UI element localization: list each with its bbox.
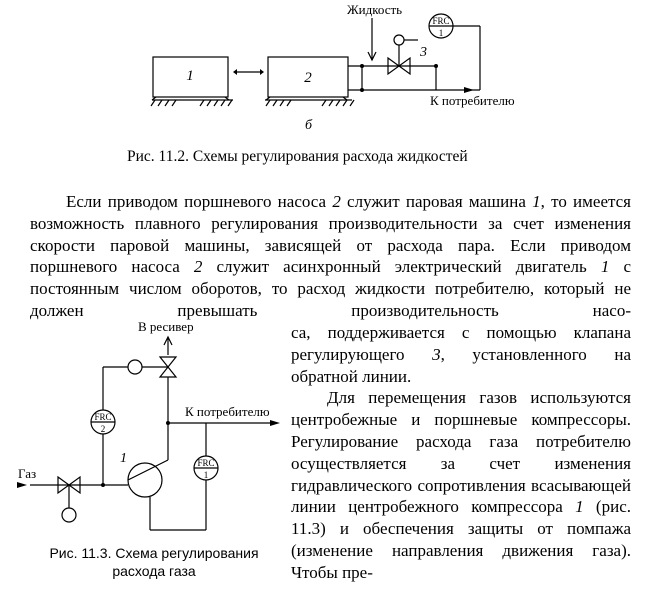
consumer-label-left: К потребителю [185, 404, 270, 419]
liquid-label: Жидкость [347, 2, 402, 17]
pump-2-label: 2 [304, 70, 312, 86]
frc2-num: 2 [101, 424, 106, 434]
compressor-label: 1 [120, 451, 127, 466]
figure-11-3-caption-line1: Рис. 11.3. Схема регулирования [49, 545, 259, 561]
frc1-tag: FRC [197, 458, 214, 468]
frc1-num-top: 1 [439, 28, 444, 38]
machine-1-box [152, 56, 229, 98]
consumer-label-top: К потребителю [430, 93, 515, 108]
gas-label: Газ [18, 466, 36, 481]
receiver-label: В ресивер [138, 319, 194, 334]
figure-11-2-diagram: Жидкость К потребителю FRC 1 1 2 3 б [150, 2, 515, 133]
side-column-text: са, поддерживается с помощью клапана рег… [291, 323, 631, 582]
figure-11-3-caption-line2: расхода газа [112, 563, 196, 579]
frc2-tag: FRC [94, 412, 111, 422]
valve-3-label: 3 [419, 45, 427, 60]
frc1-num: 1 [204, 470, 209, 480]
paragraph-1: Если приводом поршневого насоса 2 служит… [30, 192, 632, 320]
machine-1-base [150, 96, 233, 107]
figure-11-3-diagram: В ресивер К потребителю Газ FRC 2 FRC 1 … [17, 319, 280, 531]
machine-1-label: 1 [186, 68, 194, 84]
frc1-tag-top: FRC [432, 16, 449, 26]
figure-11-2-caption: Рис. 11.2. Схемы регулирования расхода ж… [127, 148, 468, 165]
pump-2-box [267, 56, 349, 98]
pump-2-base [265, 96, 355, 107]
subfigure-letter: б [305, 118, 313, 133]
figure-11-3-caption: Рис. 11.3. Схема регулирования расхода г… [24, 544, 284, 580]
